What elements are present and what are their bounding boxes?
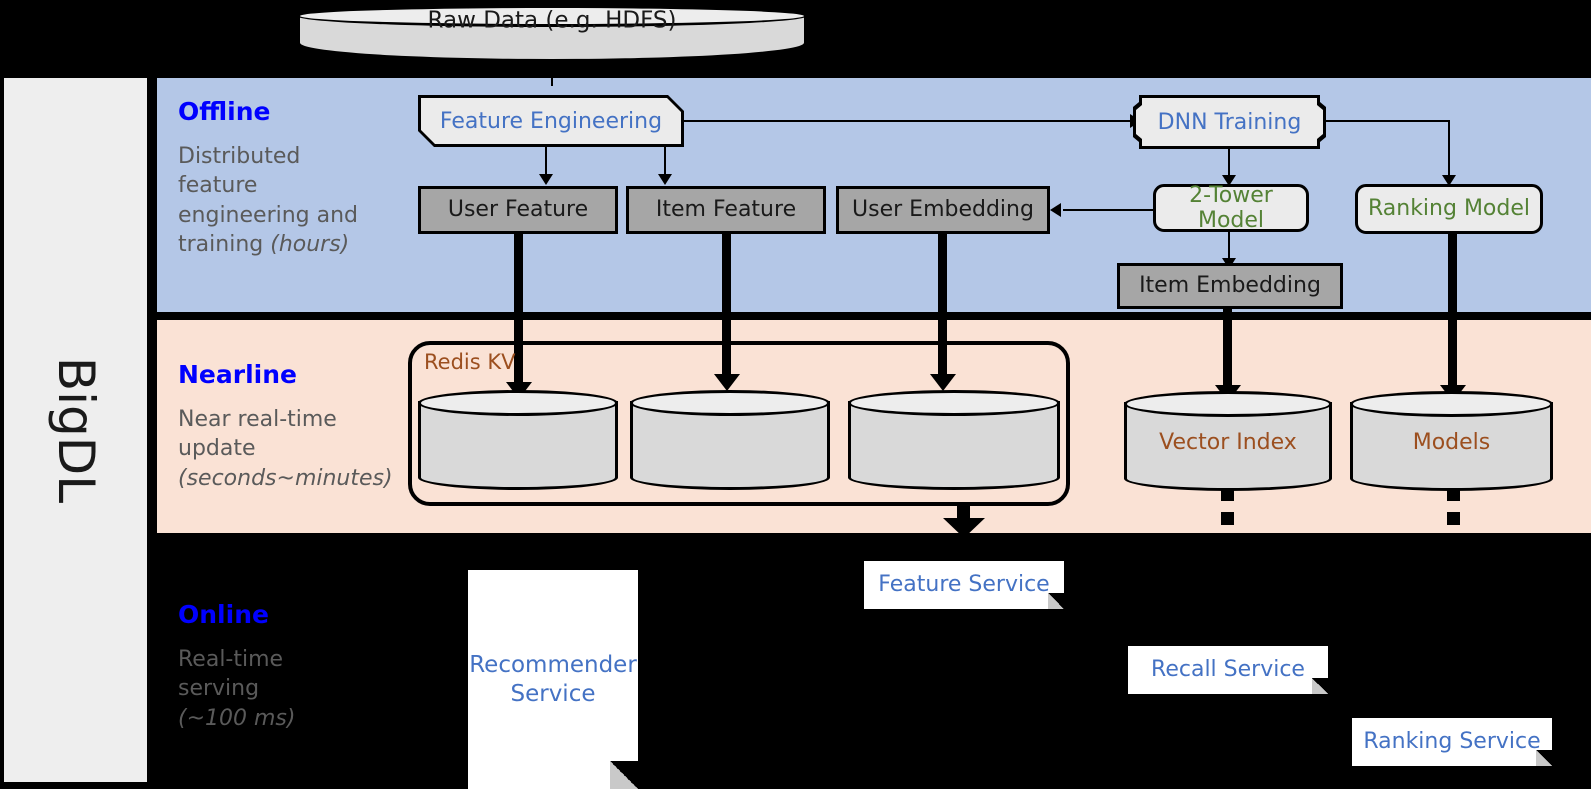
pipe-itemembedding-vectorindex xyxy=(1223,309,1232,389)
item-feature-label: Item Feature xyxy=(655,197,797,223)
cylinder-top xyxy=(848,390,1060,416)
online-desc: Real-time serving (~100 ms) xyxy=(178,645,378,733)
redis-cylinder-user-feature xyxy=(418,390,618,490)
vector-index-label: Vector Index xyxy=(1159,429,1297,455)
pipe-userfeature-redis xyxy=(514,234,523,386)
feature-engineering-node[interactable]: Feature Engineering xyxy=(418,95,684,147)
page-fold-icon xyxy=(610,761,638,789)
page-fold-icon xyxy=(1536,750,1552,766)
feature-service-node[interactable]: Feature Service xyxy=(864,561,1064,609)
cylinder-top xyxy=(1350,391,1553,417)
offline-desc-l3: engineering and xyxy=(178,202,359,228)
cylinder-body xyxy=(630,401,830,490)
ranking-service-node[interactable]: Ranking Service xyxy=(1352,718,1552,766)
edge-fe-itemfeature xyxy=(664,147,666,176)
arrowhead-dnn-twotower xyxy=(1222,175,1236,186)
dnn-training-label: DNN Training xyxy=(1157,109,1302,135)
nearline-desc-em: (seconds~minutes) xyxy=(178,465,393,491)
edge-fe-userfeature xyxy=(545,147,547,176)
arrowhead-redis-featureservice xyxy=(943,518,985,538)
item-embedding-label: Item Embedding xyxy=(1139,273,1321,299)
page-fold-icon xyxy=(1048,593,1064,609)
edge-dnn-rankingmodel-h xyxy=(1326,120,1450,122)
online-desc-em: (~100 ms) xyxy=(178,705,296,731)
offline-desc-em: (hours) xyxy=(270,231,350,257)
dotted-connector-models-1 xyxy=(1447,488,1460,501)
item-embedding-node[interactable]: Item Embedding xyxy=(1117,263,1343,309)
redis-kv-label: Redis KV xyxy=(424,350,516,374)
arrowhead-twotower-userembedding xyxy=(1050,203,1061,217)
redis-cylinder-item-feature xyxy=(630,390,830,490)
recommender-service-node[interactable]: Recommender Service xyxy=(468,570,638,789)
dnn-training-node[interactable]: DNN Training xyxy=(1133,95,1326,149)
ranking-service-label: Ranking Service xyxy=(1363,729,1541,755)
cylinder-top xyxy=(1124,391,1332,417)
dotted-connector-vector-index-2 xyxy=(1221,512,1234,525)
user-embedding-node[interactable]: User Embedding xyxy=(836,186,1050,234)
cylinder-body xyxy=(418,401,618,490)
dotted-connector-models-2 xyxy=(1447,512,1460,525)
vector-index-cylinder: Vector Index xyxy=(1124,391,1332,491)
dotted-connector-vector-index-1 xyxy=(1221,488,1234,501)
arrowhead-itemfeature-redis xyxy=(714,374,740,391)
arrowhead-userembedding-redis xyxy=(930,374,956,391)
nearline-title: Nearline xyxy=(178,360,297,389)
user-feature-label: User Feature xyxy=(447,197,589,223)
online-desc-l2: serving xyxy=(178,676,260,702)
arrowhead-fe-userfeature xyxy=(539,174,553,185)
nearline-desc-l2: update xyxy=(178,436,256,462)
nearline-desc-l1: Near real-time xyxy=(178,407,337,432)
recall-service-node[interactable]: Recall Service xyxy=(1128,646,1328,694)
cylinder-top xyxy=(630,390,830,416)
edge-twotower-itemembedding xyxy=(1228,232,1230,260)
feature-engineering-fill: Feature Engineering xyxy=(421,98,681,144)
cylinder-body xyxy=(848,401,1060,490)
edge-dnn-twotower xyxy=(1228,149,1230,177)
raw-data-cylinder: Raw Data (e.g. HDFS) xyxy=(297,5,807,62)
user-feature-node[interactable]: User Feature xyxy=(418,186,618,234)
offline-title: Offline xyxy=(178,97,271,126)
feature-engineering-label: Feature Engineering xyxy=(439,108,663,134)
ranking-model-label: Ranking Model xyxy=(1367,196,1531,222)
redis-cylinder-user-embedding xyxy=(848,390,1060,490)
offline-desc-l2: feature xyxy=(178,173,258,199)
online-desc-l1: Real-time xyxy=(178,647,284,672)
dotted-connector-feature-service xyxy=(957,506,970,519)
cylinder-top xyxy=(297,5,807,27)
online-title: Online xyxy=(178,600,269,629)
edge-twotower-userembedding xyxy=(1063,209,1154,211)
page-fold-icon xyxy=(1312,678,1328,694)
arrowhead-rawdata-fe xyxy=(539,60,565,77)
user-embedding-label: User Embedding xyxy=(852,197,1034,223)
models-cylinder: Models xyxy=(1350,391,1553,491)
pipe-userembedding-redis xyxy=(938,234,947,378)
pipe-itemfeature-redis xyxy=(722,234,731,378)
dnn-training-fill: DNN Training xyxy=(1136,98,1323,146)
nearline-desc: Near real-time update (seconds~minutes) xyxy=(178,405,408,493)
models-label: Models xyxy=(1412,429,1491,455)
edge-fe-dnn xyxy=(684,120,1133,122)
offline-desc-l1: Distributed xyxy=(178,144,301,169)
edge-dnn-rankingmodel-v xyxy=(1448,120,1450,177)
recall-service-label: Recall Service xyxy=(1151,657,1305,683)
offline-desc: Distributed feature engineering and trai… xyxy=(178,142,378,259)
redis-kv-container xyxy=(408,341,1070,506)
bigdl-label: BigDL xyxy=(46,356,105,504)
arrowhead-dnn-rankingmodel xyxy=(1442,175,1456,186)
two-tower-model-label: 2-Tower Model xyxy=(1189,182,1273,233)
two-tower-model-node[interactable]: 2-Tower Model xyxy=(1153,182,1309,233)
raw-data-label: Raw Data (e.g. HDFS) xyxy=(427,7,677,34)
arrowhead-fe-itemfeature xyxy=(658,174,672,185)
item-feature-node[interactable]: Item Feature xyxy=(626,186,826,234)
pipe-rankingmodel-models xyxy=(1448,234,1457,389)
recommender-service-label: Recommender Service xyxy=(469,651,637,707)
bigdl-rail: BigDL xyxy=(4,78,147,782)
cylinder-top xyxy=(418,390,618,416)
offline-desc-l4: training xyxy=(178,231,271,257)
feature-service-label: Feature Service xyxy=(878,572,1050,598)
ranking-model-node[interactable]: Ranking Model xyxy=(1355,184,1543,234)
